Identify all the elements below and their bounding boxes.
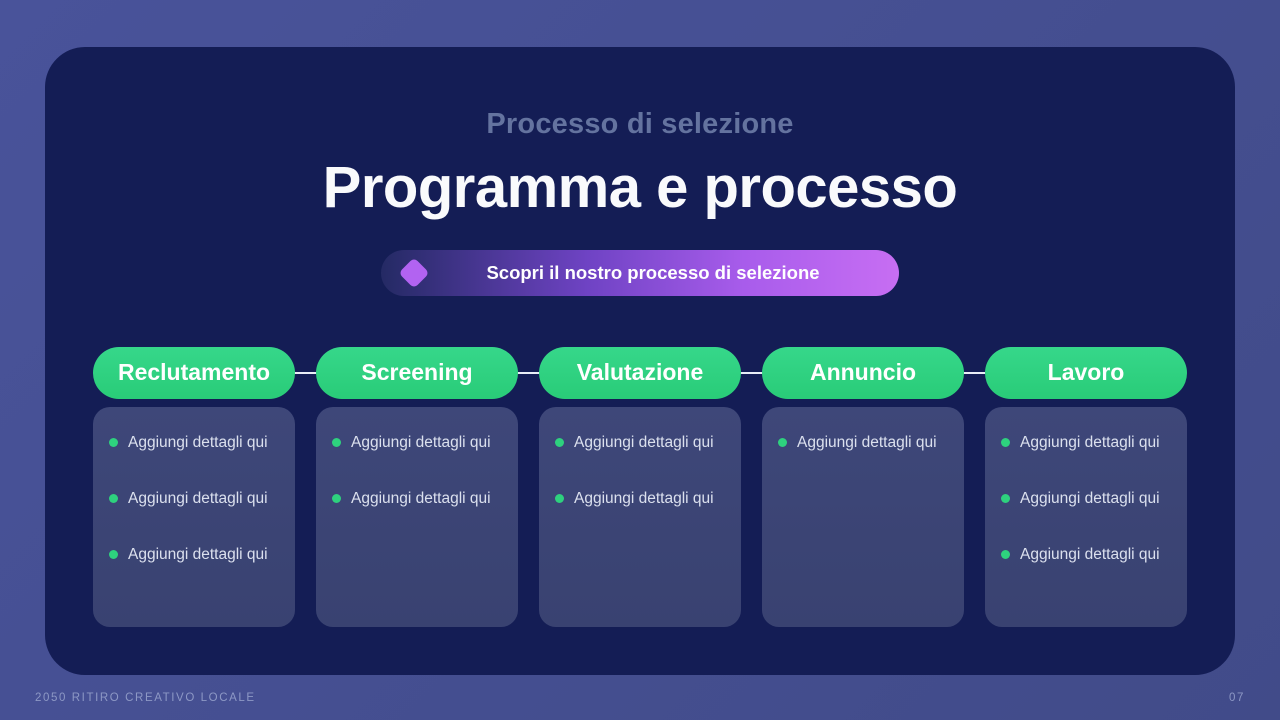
stage-pill-row: Reclutamento Screening Valutazione Annun… [93,346,1187,399]
highlight-badge: Scopri il nostro processo di selezione [381,249,899,296]
detail-text: Aggiungi dettagli qui [797,433,937,451]
slide-title: Programma e processo [322,154,958,220]
detail-item: Aggiungi dettagli qui [332,433,504,452]
detail-text: Aggiungi dettagli qui [128,546,268,564]
page-number: 07 [1229,691,1245,704]
detail-item: Aggiungi dettagli qui [778,433,950,452]
bullet-dot-icon [1001,437,1010,447]
detail-text: Aggiungi dettagli qui [1020,433,1160,451]
stage-pill-valutazione: Valutazione [539,346,741,399]
bullet-dot-icon [555,493,564,503]
stage-pill-lavoro: Lavoro [985,346,1187,399]
detail-item: Aggiungi dettagli qui [109,433,281,452]
detail-item: Aggiungi dettagli qui [1001,545,1173,564]
detail-text: Aggiungi dettagli qui [1020,489,1160,507]
stage-label: Screening [361,359,473,386]
detail-item: Aggiungi dettagli qui [109,545,281,564]
bullet-dot-icon [109,437,118,447]
detail-text: Aggiungi dettagli qui [1020,546,1160,564]
slide-canvas: Processo di selezione Programma e proces… [45,47,1235,675]
detail-text: Aggiungi dettagli qui [128,433,268,451]
detail-text: Aggiungi dettagli qui [351,489,491,507]
bullet-dot-icon [778,437,787,447]
stage-card-row: Aggiungi dettagli qui Aggiungi dettagli … [93,406,1187,627]
diamond-icon [398,257,430,289]
stage-label: Reclutamento [117,359,271,386]
process-flow: Reclutamento Screening Valutazione Annun… [93,346,1187,627]
detail-text: Aggiungi dettagli qui [351,433,491,451]
detail-item: Aggiungi dettagli qui [332,489,504,508]
detail-item: Aggiungi dettagli qui [109,489,281,508]
stage-pill-annuncio: Annuncio [762,346,964,399]
detail-item: Aggiungi dettagli qui [1001,489,1173,508]
stage-card-lavoro: Aggiungi dettagli qui Aggiungi dettagli … [985,406,1187,627]
bullet-dot-icon [332,437,341,447]
detail-item: Aggiungi dettagli qui [1001,433,1173,452]
bullet-dot-icon [109,493,118,503]
detail-text: Aggiungi dettagli qui [128,489,268,507]
slide-footer: 2050 RITIRO CREATIVO LOCALE 07 [0,675,1280,720]
stage-label: Annuncio [809,359,917,386]
stage-card-valutazione: Aggiungi dettagli qui Aggiungi dettagli … [539,406,741,627]
bullet-dot-icon [1001,493,1010,503]
stage-card-annuncio: Aggiungi dettagli qui [762,406,964,627]
bullet-dot-icon [332,493,341,503]
slide-subtitle: Processo di selezione [486,108,794,140]
bullet-dot-icon [555,437,564,447]
stage-pill-screening: Screening [316,346,518,399]
stage-card-reclutamento: Aggiungi dettagli qui Aggiungi dettagli … [93,406,295,627]
detail-text: Aggiungi dettagli qui [574,489,714,507]
detail-item: Aggiungi dettagli qui [555,489,727,508]
stage-pill-reclutamento: Reclutamento [93,346,295,399]
detail-item: Aggiungi dettagli qui [555,433,727,452]
footer-left-text: 2050 RITIRO CREATIVO LOCALE [35,691,256,704]
detail-text: Aggiungi dettagli qui [574,433,714,451]
stage-label: Lavoro [1047,359,1125,386]
bullet-dot-icon [1001,550,1010,560]
stage-label: Valutazione [576,359,704,386]
bullet-dot-icon [109,550,118,560]
stage-card-screening: Aggiungi dettagli qui Aggiungi dettagli … [316,406,518,627]
badge-label: Scopri il nostro processo di selezione [486,261,820,283]
